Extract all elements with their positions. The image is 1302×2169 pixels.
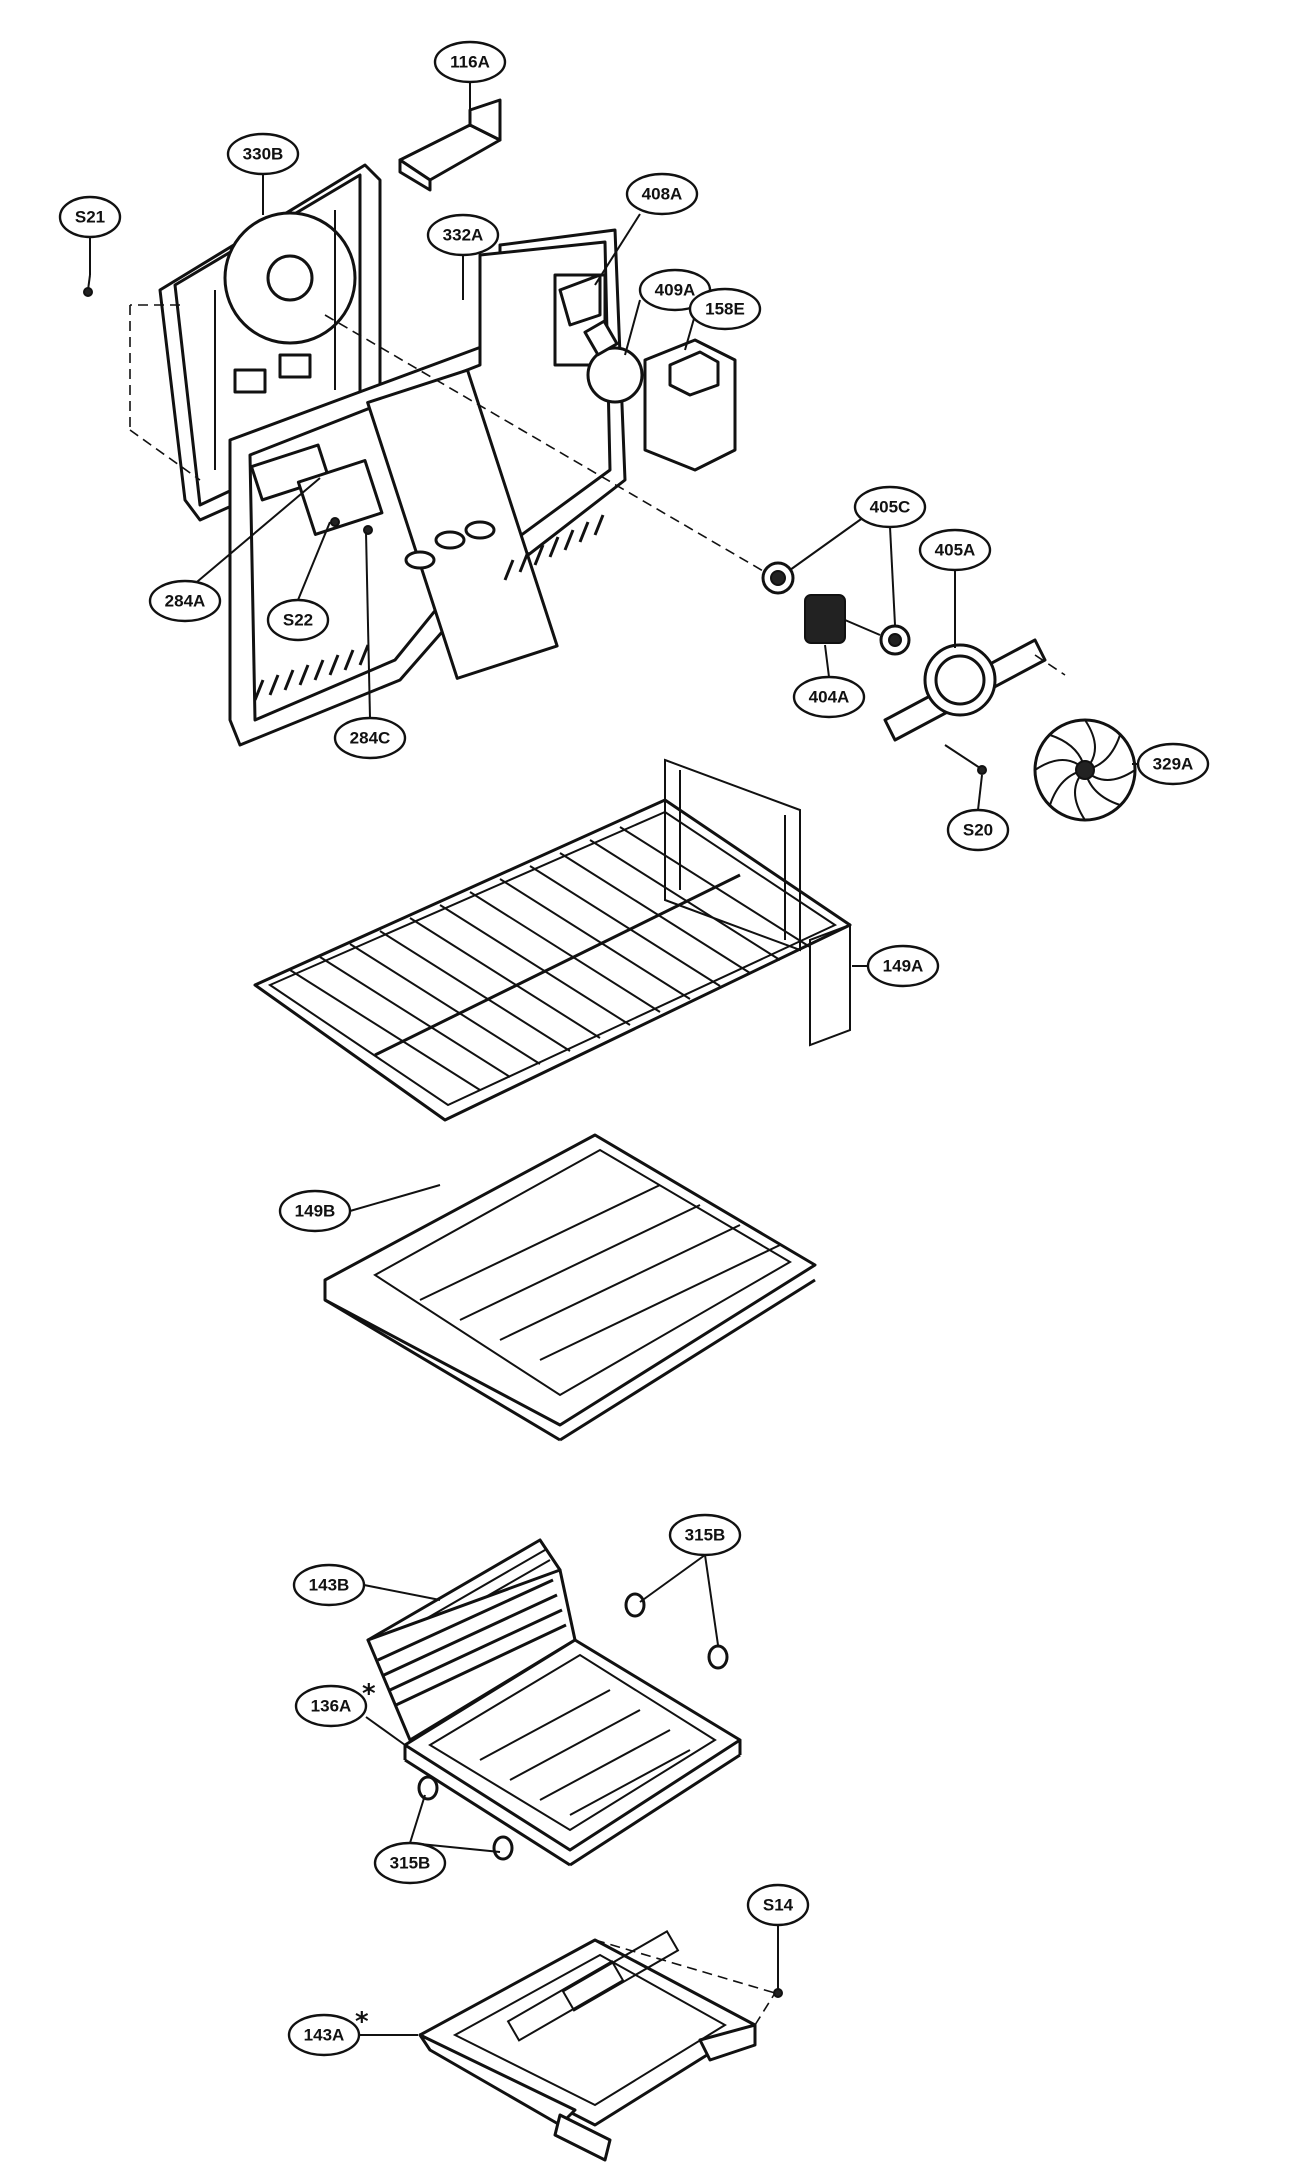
callout-330B: 330B — [226, 132, 300, 176]
callout-label: S21 — [75, 208, 105, 227]
glass-shelf-149B — [323, 1133, 817, 1442]
callout-label: 116A — [450, 53, 490, 72]
callout-149B: 149B — [278, 1189, 352, 1233]
callout-143B: 143B — [292, 1563, 366, 1607]
callout-284C: 284C — [333, 716, 407, 760]
callout-label: 315B — [685, 1526, 726, 1545]
rollers-315B — [417, 1592, 729, 1861]
callout-315B-top: 315B — [668, 1513, 742, 1557]
callout-label: 143A — [304, 2026, 345, 2045]
callout-label: 149B — [295, 1202, 336, 1221]
callout-label: S14 — [763, 1896, 794, 1915]
callout-S21: S21 — [58, 195, 122, 239]
callout-405A: 405A — [918, 528, 992, 572]
callout-label: 315B — [390, 1854, 431, 1873]
callout-284A: 284A — [148, 579, 222, 623]
callout-332A: 332A — [426, 213, 500, 257]
fan-motor-assembly — [324, 314, 1066, 742]
callout-S14: S14 — [746, 1883, 810, 1927]
callout-136A: 136A * — [294, 1679, 376, 1728]
callout-143A: 143A * — [287, 2007, 369, 2057]
callout-S20: S20 — [946, 808, 1010, 852]
callout-label: 284A — [165, 592, 206, 611]
callout-label: 405C — [870, 498, 911, 517]
wire-shelf-149A — [253, 758, 852, 1122]
callout-408A: 408A — [625, 172, 699, 216]
callout-label: 408A — [642, 185, 683, 204]
callout-label: 149A — [883, 957, 924, 976]
fan-blade-329A — [1033, 718, 1137, 822]
vent-116A — [398, 98, 502, 192]
callout-label: 332A — [443, 226, 484, 245]
callout-329A: 329A — [1136, 742, 1210, 786]
lamp-socket-408A — [558, 273, 602, 327]
callout-label: 405A — [935, 541, 976, 560]
callout-404A: 404A — [792, 675, 866, 719]
callout-label: 329A — [1153, 755, 1194, 774]
callout-158E: 158E — [688, 287, 762, 331]
callout-label: 158E — [705, 300, 745, 319]
asterisk-mark: * — [362, 1679, 376, 1709]
callout-116A: 116A — [433, 40, 507, 84]
callout-label: 404A — [809, 688, 850, 707]
bulb-409A — [583, 319, 644, 404]
callout-label: 284C — [350, 729, 391, 748]
callout-label: 143B — [309, 1576, 350, 1595]
callout-149A: 149A — [866, 944, 940, 988]
callout-label: 330B — [243, 145, 284, 164]
crisper-pan-136A — [403, 1638, 742, 1867]
lamp-cover-158E — [643, 338, 737, 472]
callout-315B-bottom: 315B — [373, 1841, 447, 1885]
callout-label: 409A — [655, 281, 696, 300]
screws — [83, 274, 987, 1998]
callout-S22: S22 — [266, 598, 330, 642]
bottom-tray-143A — [418, 1929, 776, 2162]
callout-label: S22 — [283, 611, 313, 630]
callout-label: S20 — [963, 821, 993, 840]
callout-label: 136A — [311, 1697, 352, 1716]
asterisk-mark: * — [355, 2007, 369, 2037]
callout-405C: 405C — [853, 485, 927, 529]
